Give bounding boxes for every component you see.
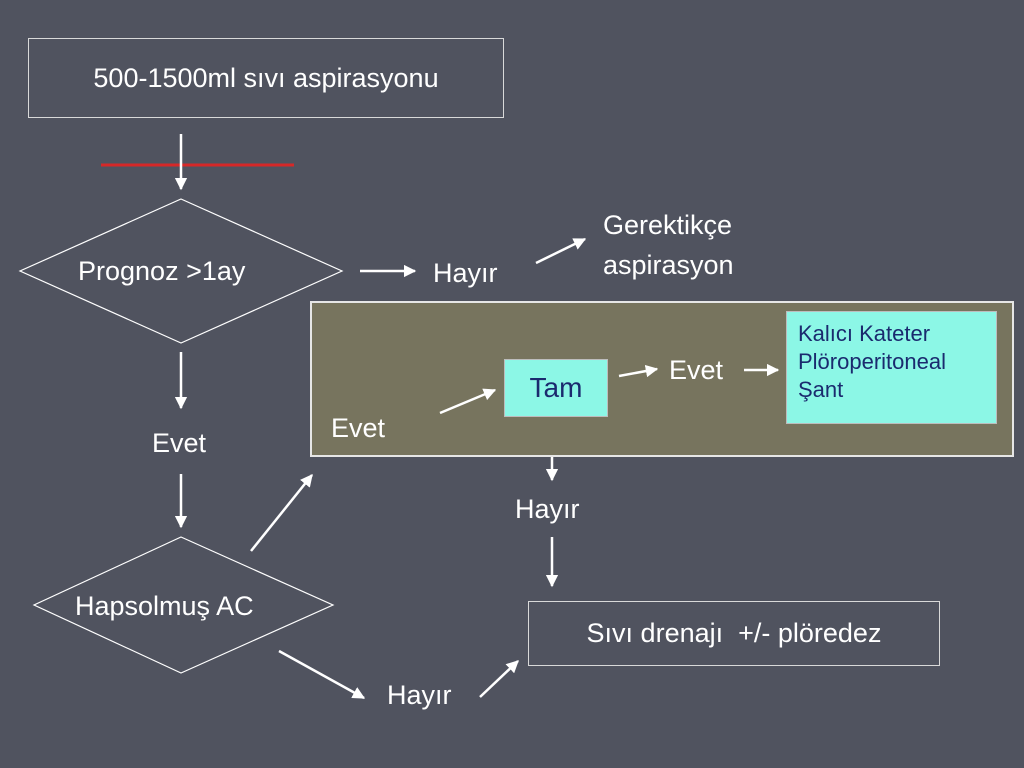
drainage-box: Sıvı drenajı +/- plöredez xyxy=(528,601,940,666)
arrow-complete-to-yes xyxy=(618,364,659,378)
arrow-no-to-drainage xyxy=(479,660,519,698)
trapped-label: Hapsolmuş AC xyxy=(75,591,254,621)
as-needed-line2: aspirasyon xyxy=(603,250,734,280)
permanent-line3: Şant xyxy=(798,377,844,402)
permanent-options-box: Kalıcı Kateter Plöroperitoneal Şant xyxy=(786,311,997,424)
prognosis-no-label: Hayır xyxy=(433,258,498,288)
arrow-trapped-to-panel xyxy=(250,474,313,552)
arrow-trapped-to-no xyxy=(278,649,366,700)
trapped-yes-label: Evet xyxy=(331,413,386,443)
start-box: 500-1500ml sıvı aspirasyonu xyxy=(28,38,504,118)
permanent-line1: Kalıcı Kateter xyxy=(798,321,931,346)
start-box-label: 500-1500ml sıvı aspirasyonu xyxy=(93,62,439,93)
complete-box-label: Tam xyxy=(529,372,583,403)
permanent-line2: Plöroperitoneal xyxy=(798,349,946,374)
prognosis-label: Prognoz >1ay xyxy=(78,256,246,286)
trapped-no-label: Hayır xyxy=(387,680,452,710)
arrow-no-to-as-needed xyxy=(535,237,587,265)
complete-box: Tam xyxy=(504,359,608,417)
as-needed-line1: Gerektikçe xyxy=(603,210,733,240)
prognosis-yes-label: Evet xyxy=(152,428,207,458)
drainage-box-label: Sıvı drenajı +/- plöredez xyxy=(586,618,882,648)
complete-yes-label: Evet xyxy=(669,355,724,385)
complete-no-label: Hayır xyxy=(515,494,580,524)
prognosis-diamond xyxy=(18,198,344,344)
trapped-diamond xyxy=(32,536,335,674)
arrow-evet-to-complete xyxy=(439,388,497,415)
